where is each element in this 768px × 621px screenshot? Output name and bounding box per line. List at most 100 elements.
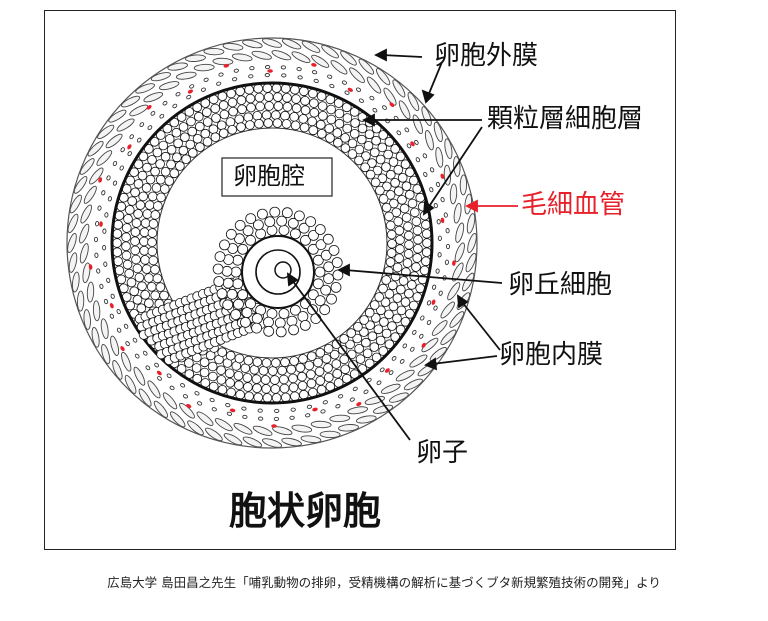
label-cumulus-cells: 卵丘細胞: [508, 270, 613, 300]
granulosa-cell: [394, 225, 405, 236]
cumulus-cell: [216, 288, 228, 300]
capillary-dot: [311, 63, 317, 67]
theca-interna-cell: [273, 416, 280, 421]
theca-cell: [449, 311, 465, 328]
granulosa-cell: [137, 170, 148, 181]
theca-cell: [79, 243, 89, 264]
granulosa-cell: [381, 202, 392, 213]
cumulus-cell: [225, 228, 237, 240]
theca-interna-cell: [226, 411, 233, 416]
theca-interna-cell: [200, 87, 206, 92]
theca-interna-cell: [341, 80, 347, 85]
granulosa-cell: [150, 166, 160, 177]
granulosa-cell: [280, 357, 290, 368]
theca-cell: [300, 435, 322, 444]
theca-interna-cell: [322, 400, 328, 405]
granulosa-cell: [243, 355, 254, 366]
theca-cell: [435, 146, 444, 168]
granulosa-cell: [381, 275, 392, 285]
granulosa-cell: [218, 128, 229, 139]
theca-interna-cell: [338, 394, 344, 399]
granulosa-cell: [141, 264, 152, 274]
theca-interna-cell: [145, 365, 151, 371]
granulosa-cell: [123, 214, 133, 224]
theca-interna-cell: [420, 315, 425, 321]
cumulus-cell: [269, 206, 281, 218]
cumulus-cell: [307, 243, 319, 255]
granulosa-cell: [369, 342, 380, 352]
theca-cell: [403, 378, 423, 391]
label-outer-membrane: 卵胞外膜: [434, 41, 539, 71]
granulosa-cell: [323, 363, 333, 373]
granulosa-cell: [360, 162, 370, 173]
granulosa-cell: [164, 176, 175, 186]
granulosa-cell: [261, 358, 272, 368]
leader-arrowhead: [373, 48, 387, 62]
theca-interna-cell: [102, 228, 107, 234]
granulosa-cell: [308, 125, 319, 136]
granulosa-cell: [370, 313, 381, 323]
cumulus-cell: [281, 207, 293, 219]
granulosa-cell: [234, 380, 244, 391]
theca-interna-cell: [95, 221, 100, 227]
theca-interna-cell: [399, 358, 405, 364]
cumulus-cell: [214, 251, 226, 263]
theca-cell: [449, 183, 458, 205]
granulosa-cell: [210, 103, 221, 114]
theca-interna-cell: [120, 147, 125, 153]
granulosa-cell: [309, 98, 319, 108]
theca-cell: [310, 420, 332, 429]
capillary-dot: [431, 299, 436, 305]
granulosa-cell: [309, 107, 320, 118]
theca-cell: [242, 436, 263, 448]
cumulus-cell: [298, 222, 310, 234]
theca-cell: [71, 271, 80, 293]
granulosa-cell: [185, 139, 196, 150]
theca-interna-cell: [197, 401, 203, 406]
cumulus-cell: [245, 234, 256, 246]
cumulus-cell: [312, 254, 324, 266]
granulosa-cell: [112, 247, 123, 258]
theca-interna-cell: [242, 414, 248, 419]
granulosa-cell: [350, 118, 360, 128]
granulosa-cell: [236, 95, 247, 105]
granulosa-cell: [422, 238, 432, 248]
cumulus-cell: [226, 288, 238, 300]
theca-cell: [97, 124, 115, 140]
theca-cell: [407, 92, 420, 112]
cumulus-cell: [263, 325, 275, 337]
theca-interna-cell: [216, 81, 222, 86]
granulosa-cell: [384, 309, 394, 320]
theca-cell: [355, 415, 377, 424]
theca-cell: [398, 100, 411, 120]
granulosa-cell: [388, 301, 399, 312]
granulosa-cell: [155, 159, 165, 169]
granulosa-cell: [406, 280, 417, 290]
theca-cell: [133, 366, 146, 386]
cumulus-cell: [212, 263, 224, 275]
theca-interna-cell: [402, 343, 408, 349]
theca-cell: [86, 281, 95, 303]
theca-interna-cell: [435, 181, 441, 188]
granulosa-cell: [385, 257, 396, 267]
granulosa-cell: [279, 383, 290, 394]
theca-interna-cell: [438, 290, 443, 296]
granulosa-cell: [252, 357, 263, 367]
theca-interna-cell: [281, 73, 287, 78]
theca-interna-cell: [125, 341, 130, 347]
capillary-dot: [271, 424, 277, 428]
granulosa-cell: [264, 101, 275, 111]
capillary-dot: [127, 144, 132, 150]
granulosa-cell: [272, 118, 283, 128]
theca-cell: [319, 430, 341, 439]
theca-cell: [424, 130, 434, 151]
granulosa-cell: [188, 148, 198, 158]
capillary-dot: [421, 342, 426, 348]
granulosa-cell: [297, 380, 308, 391]
granulosa-cell: [365, 320, 375, 331]
capillary-dot: [99, 221, 103, 227]
leader-cumulus: [344, 269, 503, 284]
granulosa-cell: [122, 259, 133, 270]
theca-interna-cell: [182, 394, 189, 399]
theca-interna-cell: [264, 65, 271, 70]
